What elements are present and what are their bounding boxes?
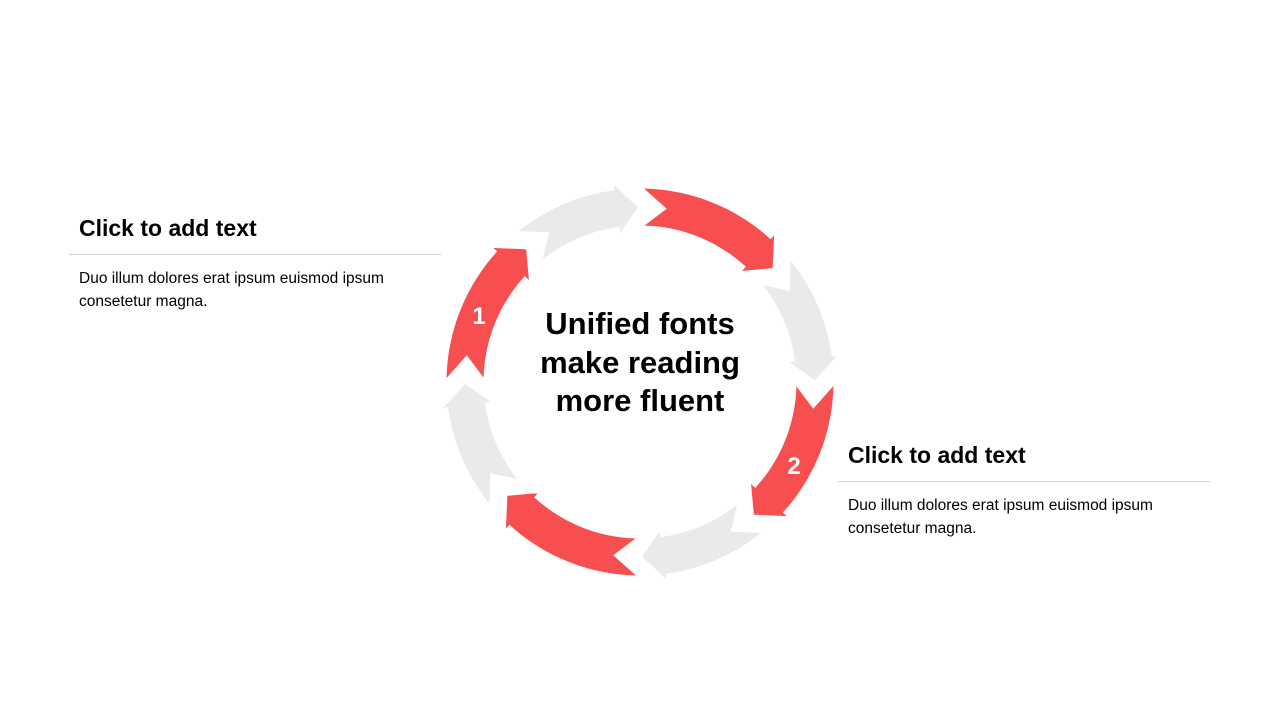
block-body[interactable]: Duo illum dolores erat ipsum euismod ips… <box>79 270 384 310</box>
neutral-arrow-segment <box>435 380 526 512</box>
block-body[interactable]: Duo illum dolores erat ipsum euismod ips… <box>848 497 1153 537</box>
neutral-arrow-segment <box>638 496 770 587</box>
accent-arrow-segment <box>747 377 837 520</box>
accent-arrow-segment <box>635 185 778 275</box>
text-block-1[interactable]: Click to add text Duo illum dolores erat… <box>69 214 441 313</box>
center-heading: Unified fonts make reading more fluent <box>540 306 740 418</box>
step-number-1: 1 <box>472 303 485 330</box>
divider <box>69 254 441 255</box>
block-title[interactable]: Click to add text <box>848 442 1026 468</box>
accent-arrow-segment <box>502 489 645 579</box>
neutral-arrow-segment <box>754 252 845 384</box>
step-number-2: 2 <box>787 453 800 480</box>
neutral-arrow-segment <box>510 177 642 268</box>
text-block-2[interactable]: Click to add text Duo illum dolores erat… <box>838 441 1210 540</box>
accent-arrow-segment <box>443 244 533 387</box>
divider <box>838 481 1210 482</box>
block-title[interactable]: Click to add text <box>79 215 257 241</box>
